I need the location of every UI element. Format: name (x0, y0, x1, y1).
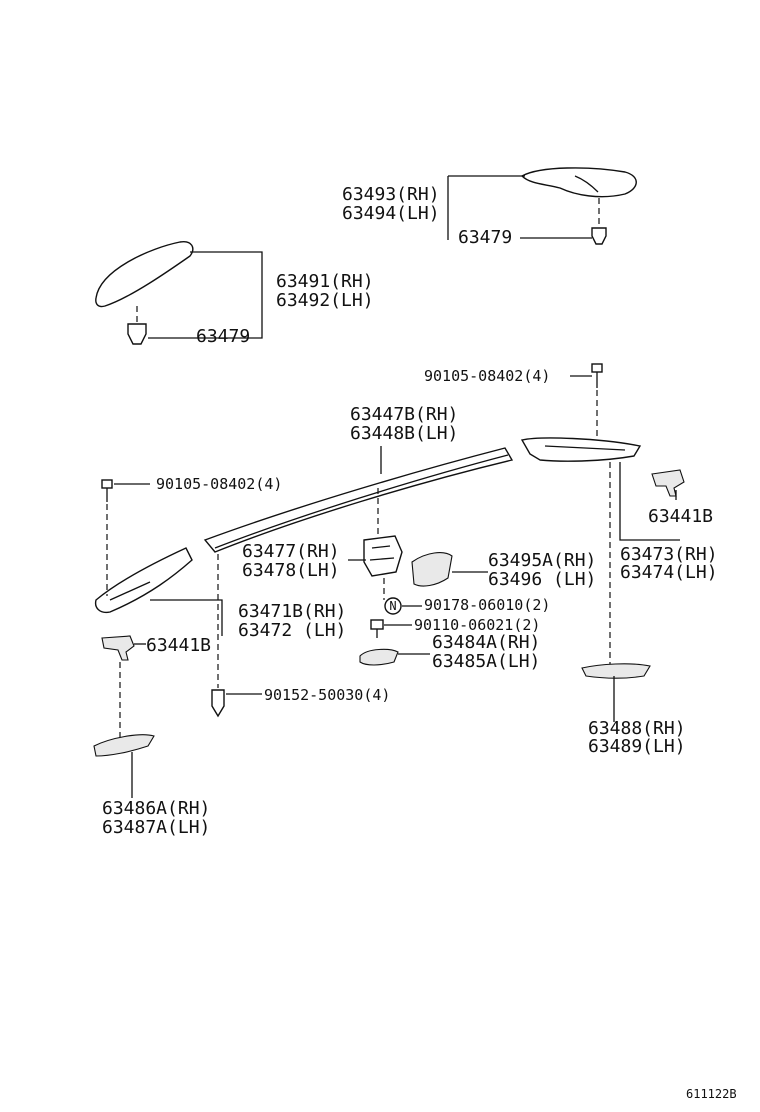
label-63447b: 63447B(RH) (350, 404, 458, 425)
label-63489: 63489(LH) (588, 736, 686, 757)
clip-63479-top (591, 227, 607, 245)
label-63471b: 63471B(RH) (238, 601, 346, 622)
label-63441b-left: 63441B (146, 635, 211, 656)
pad-63484a (359, 648, 399, 666)
label-63441b-right: 63441B (648, 506, 713, 527)
label-63474: 63474(LH) (620, 562, 718, 583)
bolt-90152 (211, 689, 225, 718)
rear-leg (520, 437, 642, 462)
label-63494: 63494(LH) (342, 203, 440, 224)
label-63491: 63491(RH) (276, 271, 374, 292)
bolt-90105-right (591, 363, 603, 388)
label-63486a: 63486A(RH) (102, 798, 210, 819)
end-cover-rear (520, 167, 637, 198)
roof-rail (203, 447, 514, 553)
n-marker-label: N (389, 599, 396, 613)
label-90105-left: 90105-08402(4) (156, 475, 282, 493)
label-63479-left: 63479 (196, 326, 250, 347)
cover-63495a (411, 552, 453, 587)
center-joint (363, 535, 403, 577)
label-63448b: 63448B(LH) (350, 423, 458, 444)
label-63488: 63488(RH) (588, 718, 686, 739)
label-63487a: 63487A(LH) (102, 817, 210, 838)
leader-63491 (148, 251, 263, 339)
label-63473: 63473(RH) (620, 544, 718, 565)
bracket-63441b-left (101, 635, 135, 661)
end-cover-front (95, 241, 194, 308)
label-90105-right: 90105-08402(4) (424, 367, 550, 385)
label-63479-top: 63479 (458, 227, 512, 248)
label-63484a: 63484A(RH) (432, 632, 540, 653)
figure-id: 611122B (686, 1087, 737, 1101)
label-63472: 63472 (LH) (238, 620, 346, 641)
pad-63486a (93, 734, 155, 757)
clip-63479-left (127, 323, 147, 345)
bracket-63441b-right (651, 469, 685, 497)
label-63485a: 63485A(LH) (432, 651, 540, 672)
leader-63473 (619, 462, 680, 541)
screw-90110 (370, 619, 384, 638)
label-63493: 63493(RH) (342, 184, 440, 205)
pad-63488 (581, 663, 651, 679)
leader-63471b (150, 599, 223, 636)
front-leg (94, 547, 193, 614)
label-90110: 90110-06021(2) (414, 616, 540, 634)
label-63496: 63496 (LH) (488, 569, 596, 590)
leader-63493 (447, 175, 525, 240)
label-63492: 63492(LH) (276, 290, 374, 311)
nut-n-marker (384, 597, 402, 615)
label-63495a: 63495A(RH) (488, 550, 596, 571)
label-90152: 90152-50030(4) (264, 686, 390, 704)
label-63478: 63478(LH) (242, 560, 340, 581)
label-90178: 90178-06010(2) (424, 596, 550, 614)
bolt-90105-left (101, 479, 113, 502)
label-63477: 63477(RH) (242, 541, 340, 562)
